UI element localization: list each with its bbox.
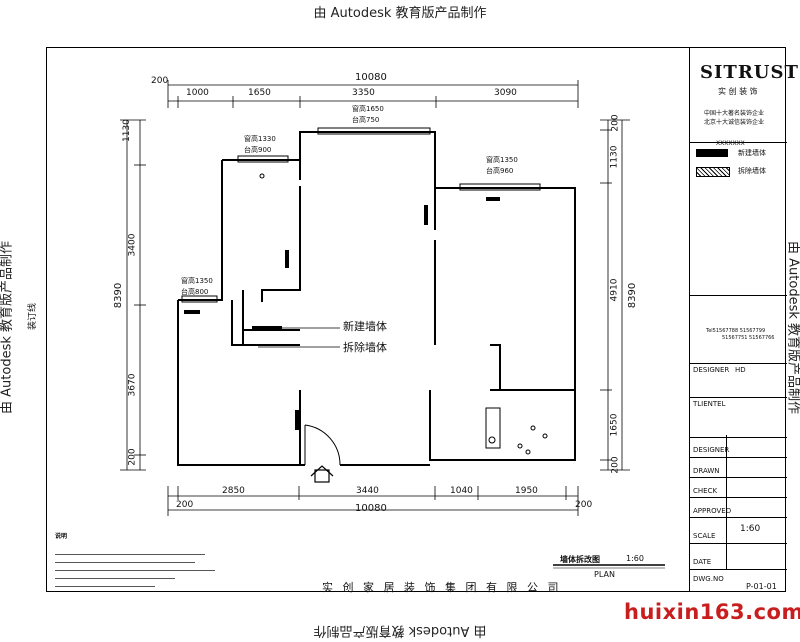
tb-tel2: 51567751 51567766 [722,335,775,341]
dim-right-seg-0: 200 [611,114,621,131]
tb-scale-row: SCALE 1:60 [690,517,787,543]
dim-left-seg-2: 3670 [127,374,137,397]
brand-logo: SITRUST [700,62,799,83]
dim-bottom-seg-5: 200 [575,500,592,510]
tb-contact: Tel51567788 51567799 51567751 51567766 [690,295,787,355]
dim-top-seg-2: 1650 [248,88,271,98]
dim-right-total: 8390 [627,283,638,308]
drawing-plan-label: PLAN [594,570,615,579]
dim-bottom-seg-3: 1040 [450,486,473,496]
tb-approved-row: APPROVED [690,497,787,517]
walls [178,132,575,465]
site-watermark: huixin163.com [624,600,800,624]
demolish-wall-label: 拆除墙体 [343,339,387,355]
dim-left-seg-1: 3400 [127,234,137,257]
tb-legend: 新建墙体 拆除墙体 [690,142,787,182]
brand-code: XXXXXXX [716,140,745,147]
legend-new-swatch [696,149,728,157]
new-wall-label: 新建墙体 [343,318,387,334]
dim-right-seg-1: 1130 [609,146,619,169]
bathroom-fixtures [260,174,547,454]
title-block: 新建墙体 拆除墙体 Tel51567788 51567799 51567751 … [689,47,786,592]
tb-designer-row: DESIGNER HD [690,363,787,377]
entry-door [305,425,340,465]
dim-left-total: 8390 [113,283,124,308]
dim-top-seg-1: 1000 [186,88,209,98]
dim-bottom-seg-1: 2850 [222,486,245,496]
dim-right-seg-2: 4910 [609,279,619,302]
tb-drawn-row: DRAWN [690,457,787,477]
brand-tagline-2: 北京十大诚信装饰企业 [704,117,764,126]
tb-tel1: Tel51567788 51567799 [706,328,765,334]
tb-check-row: CHECK [690,477,787,497]
dim-top-seg-3: 3350 [352,88,375,98]
entry-arrow [311,466,333,482]
dim-bottom-seg-0: 200 [176,500,193,510]
dim-top-seg-0: 200 [151,76,168,86]
dim-bottom-total: 10080 [355,503,387,514]
dim-top-total: 10080 [355,72,387,83]
drawing-title: 墙体拆改图 [560,554,600,565]
tb-client-row: TLIENTEL [690,397,787,411]
brand-name-cn: 实 创 装 饰 [718,86,758,97]
dim-bottom-seg-2: 3440 [356,486,379,496]
dim-top-seg-4: 3090 [494,88,517,98]
dim-left-seg-3: 200 [128,448,138,465]
dim-right-seg-4: 200 [611,456,621,473]
dim-bottom-seg-4: 1950 [515,486,538,496]
legend-new-label: 新建墙体 [738,148,766,158]
dim-right-seg-3: 1650 [609,414,619,437]
legend-demolish-label: 拆除墙体 [738,166,766,176]
tb-designer2-row: DESIGNER [690,437,787,457]
drawing-title-underline [553,565,665,568]
legend-demolish-swatch [696,167,730,177]
drawing-scale: 1:60 [626,554,644,563]
brand-tagline-1: 中国十大著名装饰企业 [704,108,764,117]
dim-left-seg-0: 1130 [122,119,132,142]
tb-dwg-row: DWG.NO P-01-01 [690,569,787,592]
company-name: 实 创 家 居 装 饰 集 团 有 限 公 司 [322,579,561,595]
tb-date-row: DATE [690,543,787,569]
drawing-notes: 说明 [55,533,255,587]
